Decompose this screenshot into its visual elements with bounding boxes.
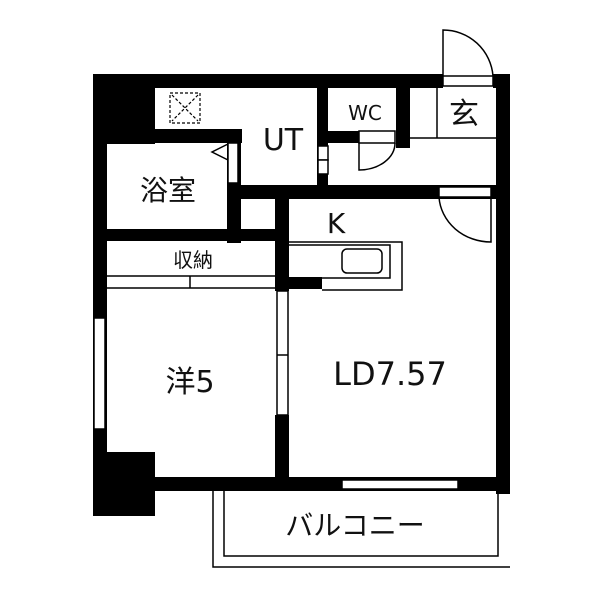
label-kitchen: K: [327, 207, 346, 240]
label-bath: 浴室: [140, 174, 196, 207]
label-wc: WC: [348, 101, 382, 125]
entrance: [210, 29, 496, 243]
storage-closet: [107, 275, 275, 289]
label-entrance: 玄: [449, 97, 479, 132]
label-storage: 収納: [173, 248, 213, 272]
label-western-room: 洋5: [165, 365, 214, 400]
windows: [93, 290, 459, 490]
kitchen-counter: [289, 241, 403, 291]
balcony: [212, 491, 510, 568]
label-ut: UT: [263, 123, 304, 158]
label-living-dining: LD7.57: [333, 355, 447, 393]
washer-space: [169, 92, 201, 124]
label-balcony: バルコニー: [285, 509, 424, 542]
